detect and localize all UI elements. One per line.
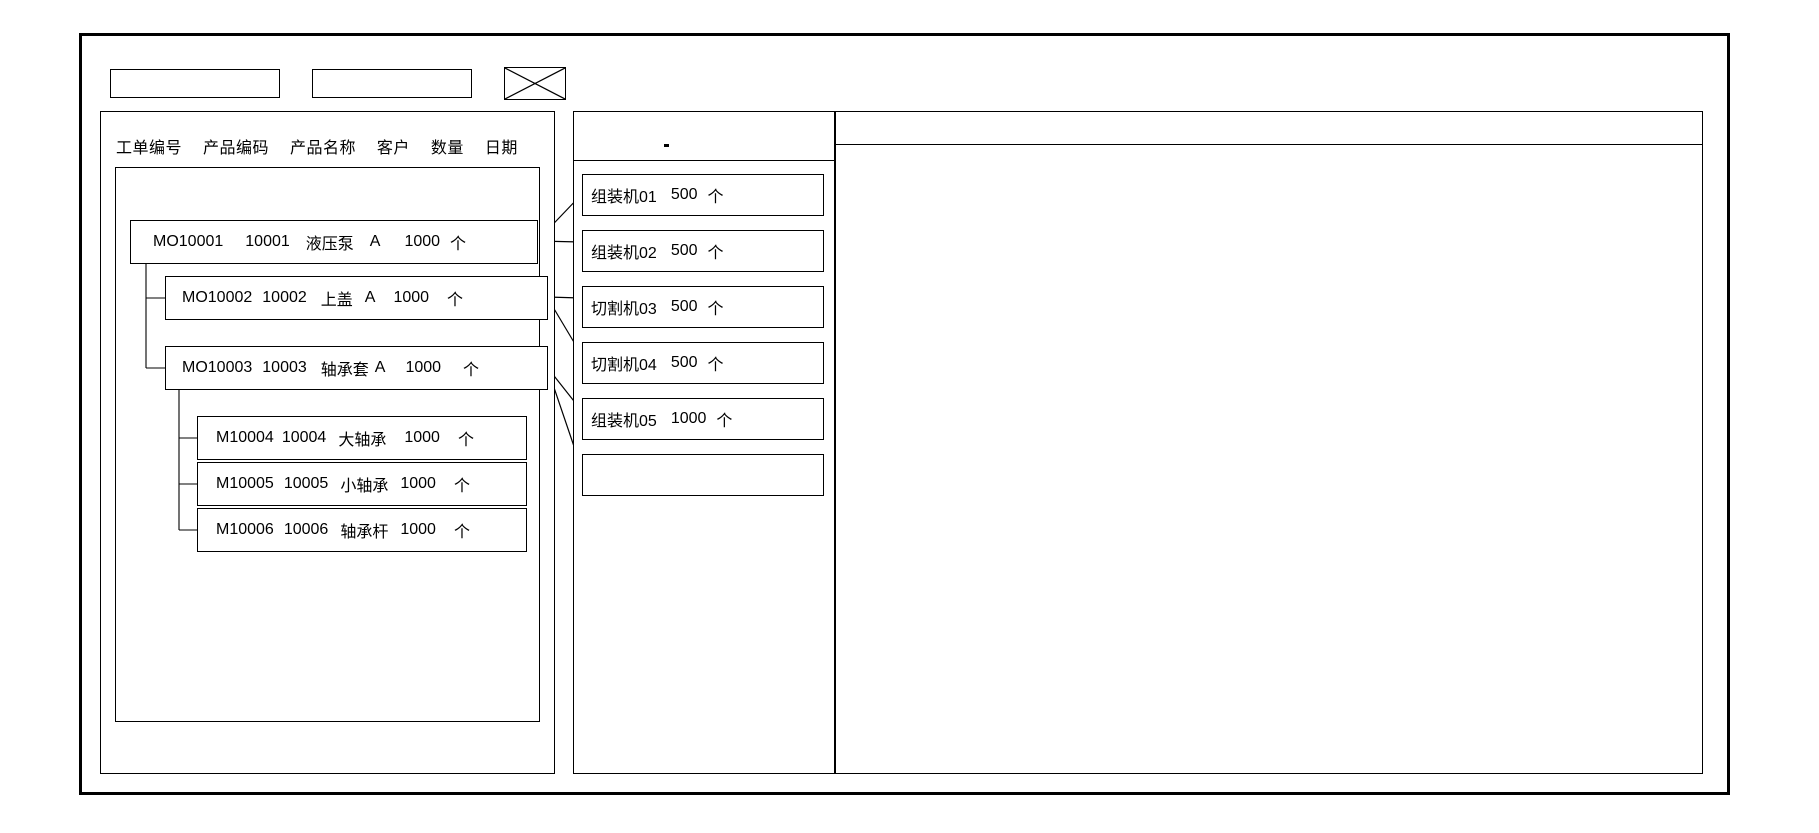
app-window: 工单编号 产品编码 产品名称 客户 数量 日期 [79, 33, 1730, 795]
row-product-code: 10006 [283, 521, 329, 538]
machine-name: 切割机04 [591, 357, 657, 374]
row-quantity: 1000 [404, 233, 441, 250]
row-customer: A [369, 233, 381, 250]
toolbar-input-2[interactable] [312, 68, 472, 98]
machine-name: 组装机02 [591, 245, 657, 262]
machine-card[interactable]: 切割机03 500 个 [582, 286, 824, 328]
tree-row[interactable]: M10004 10004 大轴承 1000 个 [197, 416, 527, 460]
machine-name: 切割机03 [591, 301, 657, 318]
row-unit: 个 [447, 292, 464, 309]
tree-column-headers: 工单编号 产品编码 产品名称 客户 数量 日期 [116, 134, 518, 158]
machine-unit: 个 [707, 301, 724, 318]
panels-container: 工单编号 产品编码 产品名称 客户 数量 日期 [100, 111, 1727, 792]
toolbar-input-1[interactable] [110, 68, 280, 98]
row-unit: 个 [463, 362, 480, 379]
row-customer: A [374, 359, 386, 376]
toolbar [110, 66, 566, 100]
tree-row[interactable]: MO10003 10003 轴承套 A 1000 个 [165, 346, 548, 390]
machine-quantity: 500 [670, 354, 698, 371]
tree-row[interactable]: M10005 10005 小轴承 1000 个 [197, 462, 527, 506]
tree-row[interactable]: MO10002 10002 上盖 A 1000 个 [165, 276, 548, 320]
column-header-order-no: 工单编号 [116, 140, 183, 157]
row-quantity: 1000 [400, 475, 436, 492]
machine-name: 组装机01 [591, 189, 657, 206]
machine-schedule-panel: 组装机01 500 个 组装机02 500 个 切割机03 500 个 [573, 111, 835, 774]
image-placeholder-x-icon[interactable] [504, 66, 566, 100]
detail-panel [835, 111, 1703, 774]
row-customer: A [364, 289, 376, 306]
column-header-date: 日期 [484, 140, 518, 157]
machine-quantity: 500 [670, 186, 698, 203]
row-product-name: 小轴承 [340, 478, 389, 495]
row-order-no: MO10001 [153, 233, 224, 250]
row-order-no: M10006 [216, 521, 274, 538]
machine-unit: 个 [707, 189, 724, 206]
tree-scroll-area[interactable] [115, 167, 540, 722]
machine-quantity: 1000 [670, 410, 707, 427]
machine-unit: 个 [707, 357, 724, 374]
row-product-name: 液压泵 [305, 236, 354, 253]
row-order-no: MO10002 [182, 289, 253, 306]
row-unit: 个 [450, 236, 467, 253]
row-product-name: 轴承套 [320, 362, 369, 379]
row-order-no: M10004 [216, 429, 274, 446]
row-product-code: 10004 [281, 429, 327, 446]
row-order-no: MO10003 [182, 359, 253, 376]
tree-row[interactable]: M10006 10006 轴承杆 1000 个 [197, 508, 527, 552]
tree-row[interactable]: MO10001 10001 液压泵 A 1000 个 [130, 220, 538, 264]
row-quantity: 1000 [405, 359, 442, 376]
machine-card[interactable]: 组装机02 500 个 [582, 230, 824, 272]
row-product-code: 10003 [262, 359, 307, 376]
detail-panel-header-divider [836, 144, 1702, 145]
row-product-code: 10005 [283, 475, 329, 492]
machine-card[interactable]: 组装机05 1000 个 [582, 398, 824, 440]
work-order-tree-panel: 工单编号 产品编码 产品名称 客户 数量 日期 [100, 111, 555, 774]
row-product-name: 大轴承 [338, 432, 387, 449]
machine-card[interactable]: 切割机04 500 个 [582, 342, 824, 384]
machine-quantity: 500 [670, 242, 698, 259]
machine-panel-header [574, 112, 834, 161]
row-quantity: 1000 [393, 289, 430, 306]
machine-card-list: 组装机01 500 个 组装机02 500 个 切割机03 500 个 [582, 174, 824, 496]
machine-card-empty[interactable] [582, 454, 824, 496]
column-header-product-name: 产品名称 [289, 140, 356, 157]
row-product-code: 10001 [245, 233, 290, 250]
machine-name: 组装机05 [591, 413, 657, 430]
machine-card[interactable]: 组装机01 500 个 [582, 174, 824, 216]
machine-unit: 个 [707, 245, 724, 262]
row-unit: 个 [453, 524, 470, 541]
row-unit: 个 [453, 478, 470, 495]
row-product-name: 轴承杆 [340, 524, 389, 541]
column-header-product-code: 产品编码 [202, 140, 269, 157]
column-header-customer: 客户 [376, 140, 410, 157]
row-product-name: 上盖 [320, 292, 353, 309]
column-header-quantity: 数量 [430, 140, 464, 157]
row-product-code: 10002 [262, 289, 307, 306]
row-quantity: 1000 [400, 521, 436, 538]
header-dot-marker [664, 144, 669, 147]
row-quantity: 1000 [404, 429, 440, 446]
machine-unit: 个 [716, 413, 733, 430]
row-order-no: M10005 [216, 475, 274, 492]
machine-quantity: 500 [670, 298, 698, 315]
row-unit: 个 [457, 432, 474, 449]
